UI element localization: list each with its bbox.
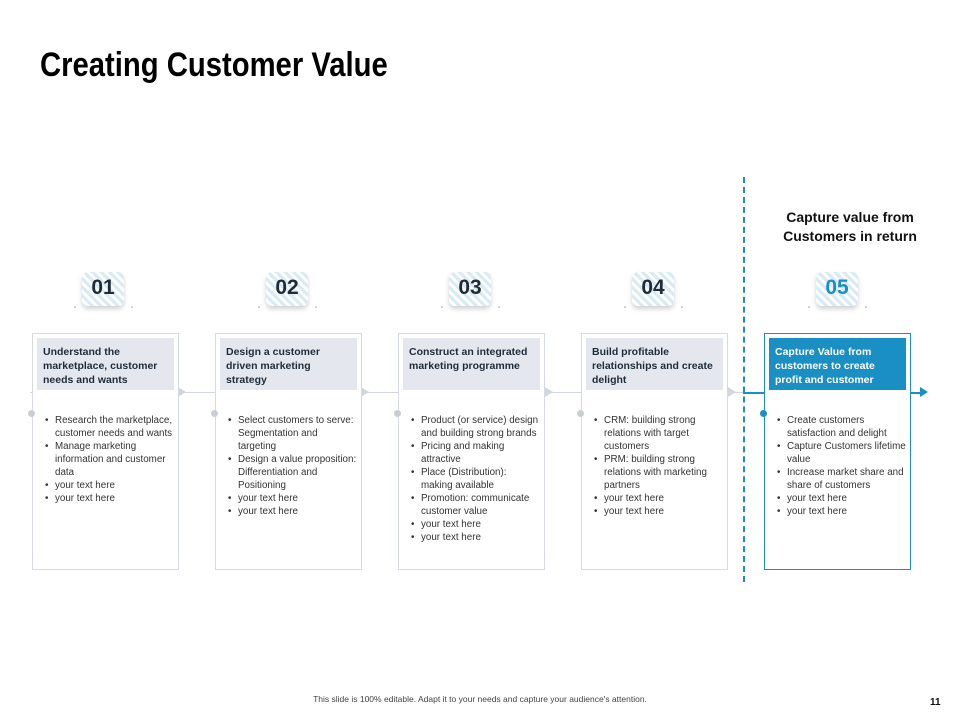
list-item: your text here [224,492,357,505]
step-number-badge-active: 05 [816,272,858,306]
timeline-arrow-icon [361,387,369,397]
slide-title: Creating Customer Value [40,46,388,84]
list-item: your text here [590,492,723,505]
list-item: your text here [590,505,723,518]
list-item: Manage marketing information and custome… [41,440,174,479]
list-item: Pricing and making attractive [407,440,540,466]
list-item: Research the marketplace, customer needs… [41,414,174,440]
capture-divider-line [743,177,745,582]
list-item: Create customers satisfaction and deligh… [773,414,906,440]
step-number-badge: 03 [449,272,491,306]
timeline-node-active [760,410,767,417]
timeline-node [394,410,401,417]
list-item: CRM: building strong relations with targ… [590,414,723,453]
list-item: Place (Distribution): making available [407,466,540,492]
badge-dot [624,306,626,308]
slide-footer-note: This slide is 100% editable. Adapt it to… [313,694,647,704]
badge-dot [808,306,810,308]
list-item: PRM: building strong relations with mark… [590,453,723,492]
timeline-node [211,410,218,417]
step-heading: Understand the marketplace, customer nee… [37,338,174,390]
step-bullet-list: Create customers satisfaction and deligh… [773,414,906,518]
badge-dot [441,306,443,308]
timeline-arrow-icon [178,387,186,397]
step-bullet-list: Select customers to serve: Segmentation … [224,414,357,518]
timeline-arrow-icon [545,387,553,397]
timeline-arrow-icon [728,387,736,397]
step-number-badge: 01 [82,272,124,306]
timeline-node [577,410,584,417]
list-item: your text here [41,492,174,505]
list-item: your text here [773,505,906,518]
step-bullet-list: Research the marketplace, customer needs… [41,414,174,505]
step-number-badge: 02 [266,272,308,306]
list-item: Capture Customers lifetime value [773,440,906,466]
timeline-node [28,410,35,417]
list-item: your text here [407,531,540,544]
step-card: Construct an integrated marketing progra… [398,333,545,570]
list-item: your text here [224,505,357,518]
step-card: Build profitable relationships and creat… [581,333,728,570]
badge-dot [315,306,317,308]
list-item: Product (or service) design and building… [407,414,540,440]
step-card: Understand the marketplace, customer nee… [32,333,179,570]
step-heading: Design a customer driven marketing strat… [220,338,357,390]
list-item: Select customers to serve: Segmentation … [224,414,357,453]
capture-value-note: Capture value from Customers in return [783,209,917,244]
badge-dot [865,306,867,308]
page-number: 11 [930,697,941,708]
step-card: Design a customer driven marketing strat… [215,333,362,570]
list-item: Design a value proposition: Differentiat… [224,453,357,492]
timeline-end-arrow-icon [920,387,928,397]
step-heading: Capture Value from customers to create p… [769,338,906,400]
step-heading: Construct an integrated marketing progra… [403,338,540,390]
badge-dot [131,306,133,308]
step-bullet-list: Product (or service) design and building… [407,414,540,544]
step-bullet-list: CRM: building strong relations with targ… [590,414,723,518]
step-heading: Build profitable relationships and creat… [586,338,723,390]
badge-dot [498,306,500,308]
step-number-badge: 04 [632,272,674,306]
list-item: your text here [773,492,906,505]
badge-dot [74,306,76,308]
list-item: Increase market share and share of custo… [773,466,906,492]
list-item: your text here [41,479,174,492]
list-item: Promotion: communicate customer value [407,492,540,518]
step-card-active: Capture Value from customers to create p… [764,333,911,570]
list-item: your text here [407,518,540,531]
badge-dot [681,306,683,308]
badge-dot [258,306,260,308]
